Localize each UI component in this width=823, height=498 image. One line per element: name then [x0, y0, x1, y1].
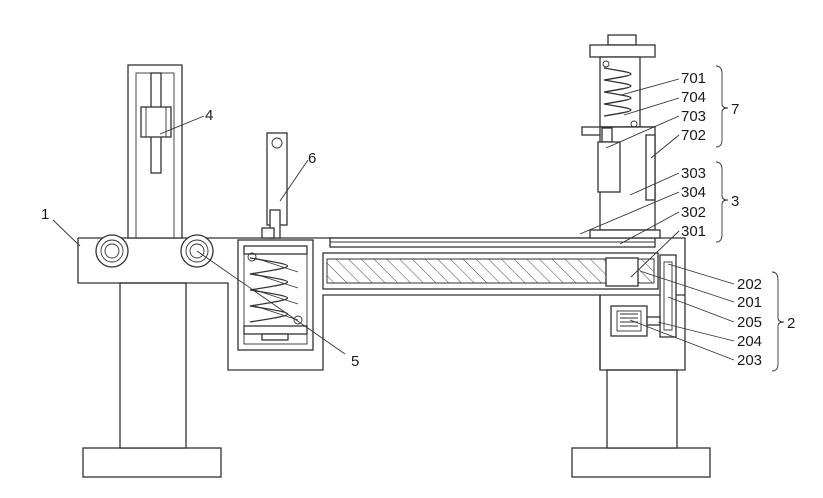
part-labels: 1 4 6 5 701 704 703 702 7 303 304 302 30…: [41, 70, 795, 370]
guide-frame-4: [127, 64, 183, 239]
left-roller: [95, 234, 129, 268]
label-202: 202: [737, 276, 762, 293]
label-6: 6: [308, 150, 316, 167]
label-2: 2: [787, 315, 795, 332]
label-301: 301: [681, 223, 706, 240]
label-4: 4: [205, 107, 213, 124]
drive-box-2: [605, 254, 677, 338]
spring-housing-5: [237, 239, 314, 351]
label-3: 3: [731, 193, 739, 210]
label-204: 204: [737, 333, 762, 350]
label-703: 703: [681, 108, 706, 125]
label-304: 304: [681, 184, 706, 201]
label-7: 7: [731, 101, 739, 118]
spring-column-7: [581, 34, 661, 239]
label-704: 704: [681, 89, 706, 106]
label-702: 702: [681, 127, 706, 144]
label-701: 701: [681, 70, 706, 87]
label-303: 303: [681, 165, 706, 182]
right-support: [571, 369, 711, 478]
rail-assembly: [322, 237, 659, 290]
label-201: 201: [737, 294, 762, 311]
label-203: 203: [737, 352, 762, 369]
braces: [715, 65, 785, 372]
leader-lines: [52, 78, 735, 361]
label-302: 302: [681, 204, 706, 221]
left-support: [82, 282, 222, 478]
lever-6: [261, 132, 288, 239]
label-205: 205: [737, 314, 762, 331]
label-5: 5: [351, 353, 359, 370]
label-1: 1: [41, 206, 49, 223]
